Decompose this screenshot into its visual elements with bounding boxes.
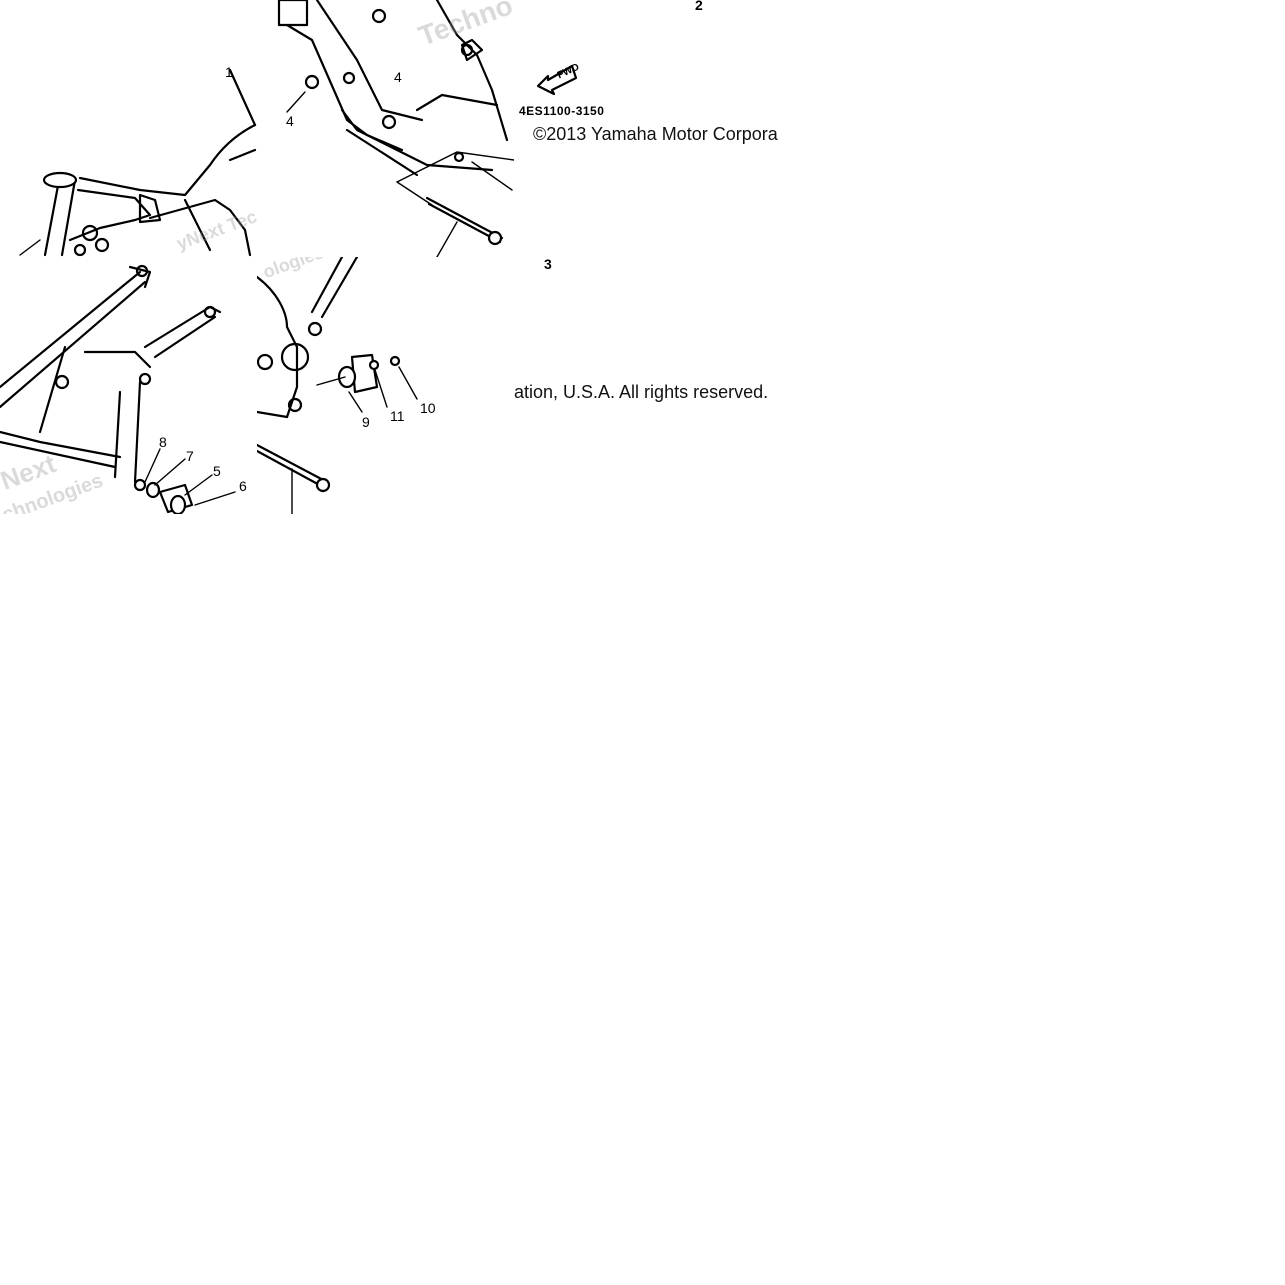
diagram-tile-top-middle: Techno xyxy=(257,0,514,257)
callout-4-right: 4 xyxy=(394,69,402,85)
engine-mount-drawing xyxy=(257,257,418,514)
copyright-text-line-1: ©2013 Yamaha Motor Corpora xyxy=(533,124,778,144)
frame-head-drawing xyxy=(19,68,257,257)
callout-9: 9 xyxy=(362,414,370,430)
frame-cradle-drawing xyxy=(277,0,514,257)
callout-8: 8 xyxy=(159,434,167,450)
down-tube-drawing xyxy=(0,264,236,514)
callout-11: 11 xyxy=(390,408,405,424)
part-code: 4ES1100-3150 xyxy=(519,104,605,118)
callout-4-left: 4 xyxy=(286,113,294,129)
callout-5: 5 xyxy=(213,463,221,479)
copyright-text-line-2: ation, U.S.A. All rights reserved. xyxy=(514,382,769,402)
callout-1: 1 xyxy=(225,64,233,80)
diagram-tile-top-left: yNext Tec xyxy=(0,0,257,257)
callout-10: 10 xyxy=(420,400,436,416)
diagram-tile-center: ologies xyxy=(257,257,514,514)
forward-arrow-icon xyxy=(536,64,578,96)
callout-6: 6 xyxy=(239,478,247,494)
callout-7: 7 xyxy=(186,448,194,464)
callout-3: 3 xyxy=(544,256,552,272)
callout-2: 2 xyxy=(695,0,703,13)
diagram-tile-middle-left: Next chnologies xyxy=(0,257,257,514)
